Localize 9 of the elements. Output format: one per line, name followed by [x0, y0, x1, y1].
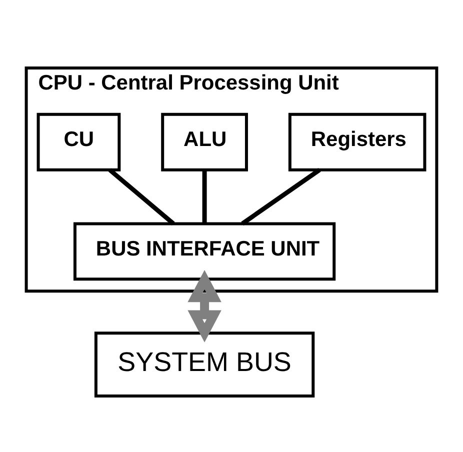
- arrow: [188, 270, 222, 342]
- node-box: Registers: [288, 112, 426, 172]
- node-box: ALU: [161, 112, 248, 172]
- node-box: CU: [36, 112, 121, 172]
- connector: [108, 168, 175, 226]
- connector: [202, 170, 207, 224]
- connector: [241, 168, 321, 226]
- node-box: BUS INTERFACE UNIT: [73, 222, 336, 281]
- node-box: SYSTEM BUS: [94, 332, 315, 398]
